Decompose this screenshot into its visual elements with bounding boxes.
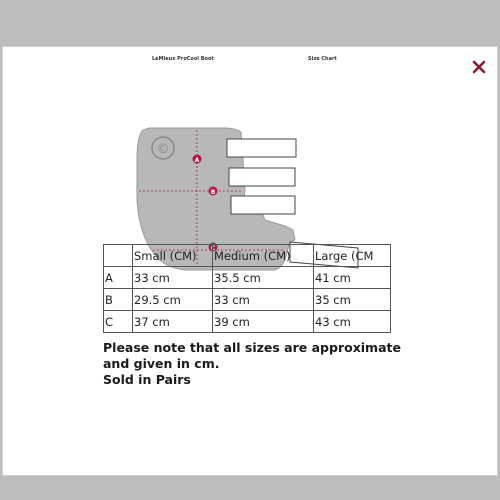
size-table: Small (CM) Medium (CM) Large (CM A 33 cm… [103,244,391,333]
table-row: A 33 cm 35.5 cm 41 cm [103,266,391,289]
table-cell: B [103,288,133,311]
note-line: and given in cm. [103,356,220,371]
table-header-cell: Medium (CM) [212,244,314,267]
table-cell: 37 cm [132,310,213,333]
table-row: B 29.5 cm 33 cm 35 cm [103,288,391,311]
table-cell: 33 cm [132,266,213,289]
svg-text:©: © [157,142,170,157]
strap-lower [230,195,296,215]
table-cell: 29.5 cm [132,288,213,311]
table-header-cell [103,244,133,267]
marker-b: B [211,189,216,196]
size-note: Please note that all sizes are approxima… [103,340,401,388]
close-x-icon [472,60,486,74]
table-cell: 39 cm [212,310,314,333]
table-cell: A [103,266,133,289]
logo-mark [151,136,175,160]
note-line: Please note that all sizes are approxima… [103,340,401,355]
table-cell: 33 cm [212,288,314,311]
marker-a: A [195,157,200,164]
note-line: Sold in Pairs [103,372,191,387]
table-header-row: Small (CM) Medium (CM) Large (CM [103,244,391,267]
table-header-cell: Small (CM) [132,244,213,267]
strap-top [226,138,297,158]
image-title-product: LeMieux ProCool Boot [152,56,214,62]
strap-middle [228,167,296,187]
table-cell: 41 cm [313,266,391,289]
table-header-cell: Large (CM [313,244,391,267]
table-row: C 37 cm 39 cm 43 cm [103,310,391,333]
table-cell: 35 cm [313,288,391,311]
close-button[interactable] [469,57,489,77]
image-title-size-chart: Size Chart [308,56,337,62]
table-cell: C [103,310,133,333]
table-cell: 35.5 cm [212,266,314,289]
table-cell: 43 cm [313,310,391,333]
